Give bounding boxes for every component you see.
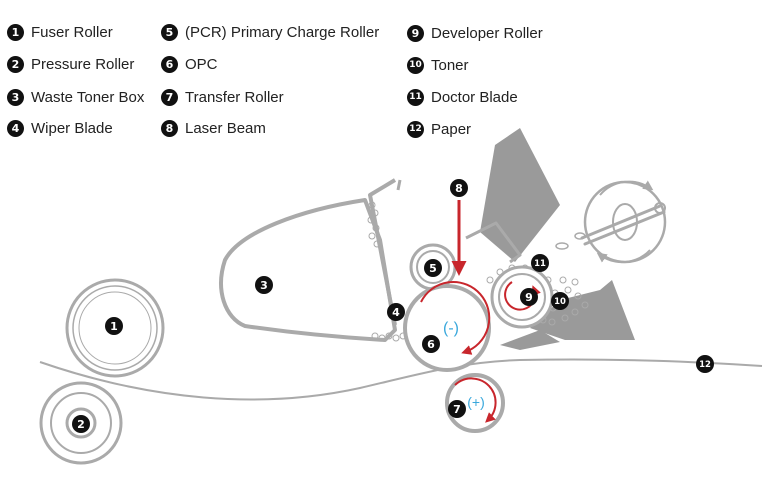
svg-text:10: 10 [554,297,566,307]
legend-number-badge: 12 [407,120,424,138]
legend-label: Fuser Roller [31,23,113,41]
legend-item-opc: 6 OPC [161,53,218,75]
legend-label: Waste Toner Box [31,88,145,106]
diagram-badge-1: 1 [105,317,123,335]
legend-item-toner: 10 Toner [407,54,469,76]
legend-item-wiper-blade: 4 Wiper Blade [7,117,113,139]
legend-label: Developer Roller [431,24,543,42]
legend-number-badge: 11 [407,88,424,106]
pressure-roller [39,381,123,465]
legend-item-pressure-roller: 2 Pressure Roller [7,53,134,75]
waste-toner-particles [367,201,407,342]
legend-item-developer-roller: 9 Developer Roller [407,22,543,44]
legend-label: Transfer Roller [185,88,284,106]
legend-number-badge: 4 [7,119,24,137]
legend-item-paper: 12 Paper [407,118,471,140]
legend-label: (PCR) Primary Charge Roller [185,23,380,41]
svg-text:2: 2 [77,418,85,431]
svg-text:9: 9 [525,291,533,304]
diagram-badge-8: 8 [450,179,468,197]
legend-label: Paper [431,120,472,138]
legend-number-badge: 7 [161,88,178,106]
svg-text:6: 6 [427,338,435,351]
legend-label: Wiper Blade [31,119,113,137]
diagram-badge-12: 12 [696,355,714,373]
legend-label: OPC [185,55,218,73]
svg-text:4: 4 [392,306,400,319]
diagram-badge-2: 2 [72,415,90,433]
diagram-badge-3: 3 [255,276,273,294]
transfer-charge-label: (+) [467,394,485,410]
legend-label: Laser Beam [185,119,266,137]
svg-text:3: 3 [260,279,268,292]
doctor-blade [465,221,522,264]
legend-number-badge: 8 [161,119,178,137]
legend-item-doctor-blade: 11 Doctor Blade [407,86,518,108]
legend-number-badge: 9 [407,24,424,42]
legend-item-fuser-roller: 1 Fuser Roller [7,21,113,43]
svg-text:1: 1 [110,320,118,333]
legend-number-badge: 6 [161,55,178,73]
legend-number-badge: 1 [7,23,24,41]
svg-text:12: 12 [699,360,711,370]
legend-label: Doctor Blade [431,88,518,106]
diagram-badge-9: 9 [520,288,538,306]
diagram-badge-10: 10 [551,292,569,310]
fuser-roller [65,278,165,378]
svg-text:5: 5 [429,262,437,275]
legend-item-waste-toner-box: 3 Waste Toner Box [7,86,144,108]
wiper-blade [368,178,402,326]
diagram-badge-6: 6 [422,335,440,353]
legend-number-badge: 10 [407,56,424,74]
svg-text:7: 7 [453,403,461,416]
svg-text:8: 8 [455,182,463,195]
legend-item-transfer-roller: 7 Transfer Roller [161,86,284,108]
paper-path [39,358,763,401]
svg-text:11: 11 [534,259,546,269]
agitator [555,180,667,264]
diagram-badge-11: 11 [531,254,549,272]
legend-item-laser-beam: 8 Laser Beam [161,117,266,139]
legend-label: Pressure Roller [31,55,135,73]
legend-label: Toner [431,56,469,74]
waste-toner-box [219,198,397,342]
diagram-badge-5: 5 [424,259,442,277]
legend-number-badge: 5 [161,23,178,41]
opc-charge-label: (-) [443,320,459,337]
diagram-badge-7: 7 [448,400,466,418]
legend-number-badge: 3 [7,88,24,106]
diagram-badge-4: 4 [387,303,405,321]
legend-number-badge: 2 [7,55,24,73]
legend-item-pcr: 5 (PCR) Primary Charge Roller [161,21,379,43]
